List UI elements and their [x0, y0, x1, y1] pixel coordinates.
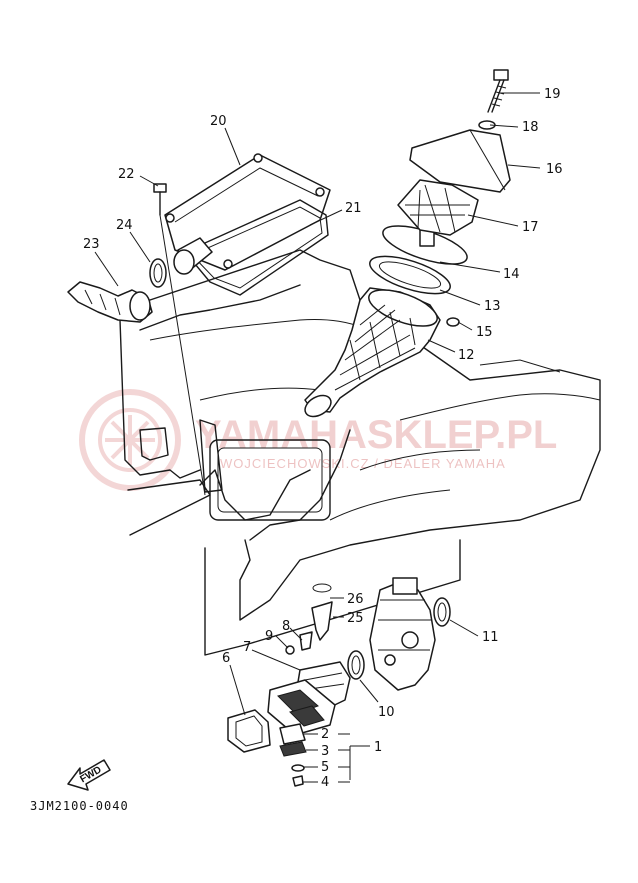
callout-23: 23 — [83, 237, 100, 252]
bolt-19 — [487, 69, 509, 113]
callout-20: 20 — [210, 114, 227, 129]
leader-lines — [94, 92, 541, 783]
diagram-code: 3JM2100-0040 — [30, 799, 129, 813]
cone-cover — [409, 129, 511, 193]
reed-petal-2 — [279, 723, 306, 745]
callout-17: 17 — [522, 220, 539, 235]
callout-11: 11 — [482, 630, 499, 645]
callout-14: 14 — [503, 267, 520, 282]
clamp-24 — [149, 258, 167, 288]
callout-9: 9 — [265, 629, 273, 644]
callout-15: 15 — [476, 325, 493, 340]
watermark-sub: WOJCIECHOWSKI.CZ / DEALER YAMAHA — [220, 456, 506, 471]
callout-7: 7 — [243, 640, 251, 655]
joint-25 — [311, 601, 333, 641]
gasket-6 — [227, 709, 271, 753]
clamp-10 — [347, 650, 365, 680]
fwd-label: FWD — [78, 764, 103, 785]
callout-3: 3 — [321, 744, 329, 759]
callouts: 1 2 3 4 5 6 7 8 9 10 11 12 13 14 15 16 1… — [83, 87, 563, 790]
watermark-logo-icon — [79, 389, 181, 491]
callout-22: 22 — [118, 167, 135, 182]
flame-arrester — [397, 179, 479, 236]
clamp-11 — [433, 597, 451, 627]
callout-19: 19 — [544, 87, 561, 102]
callout-21: 21 — [345, 201, 362, 216]
fitting-8 — [299, 631, 313, 651]
callout-2: 2 — [321, 727, 329, 742]
carburetor — [369, 577, 436, 691]
callout-8: 8 — [282, 619, 290, 634]
callout-26: 26 — [347, 592, 364, 607]
nut-15 — [446, 317, 460, 327]
screw-4 — [292, 775, 304, 787]
callout-1: 1 — [374, 740, 382, 755]
callout-18: 18 — [522, 120, 539, 135]
callout-13: 13 — [484, 299, 501, 314]
intake-pipe — [67, 281, 153, 323]
watermark: YAMAHASKLEP.PL WOJCIECHOWSKI.CZ / DEALER… — [79, 389, 557, 491]
watermark-main: YAMAHASKLEP.PL — [195, 413, 557, 457]
callout-12: 12 — [458, 348, 475, 363]
hull-body — [119, 249, 601, 621]
silencer-spout — [173, 237, 213, 275]
callout-5: 5 — [321, 760, 329, 775]
clip-26 — [312, 583, 332, 593]
callout-6: 6 — [222, 651, 230, 666]
callout-25: 25 — [347, 611, 364, 626]
cover-gasket — [184, 199, 329, 296]
gasket-13 — [369, 255, 451, 295]
intake-horn — [304, 287, 441, 418]
callout-24: 24 — [116, 218, 133, 233]
callout-16: 16 — [546, 162, 563, 177]
callout-10: 10 — [378, 705, 395, 720]
silencer-cover — [164, 153, 331, 271]
fwd-arrow-icon: FWD — [67, 759, 111, 791]
callout-4: 4 — [321, 775, 329, 790]
washer-5 — [291, 764, 305, 772]
bolt-22 — [153, 183, 167, 216]
reed-valve — [267, 679, 336, 736]
inset-frame — [204, 539, 461, 656]
reed-stopper-3 — [279, 741, 307, 757]
